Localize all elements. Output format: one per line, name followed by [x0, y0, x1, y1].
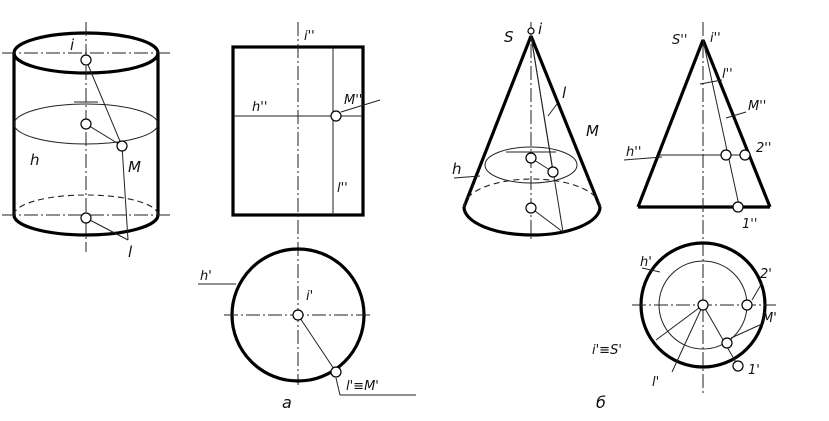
label-h: h — [452, 160, 462, 178]
label-point-2-front: 2'' — [756, 141, 771, 156]
cylinder-front-view: i'' h'' M'' l'' — [231, 22, 381, 385]
label-point-1-front: 1'' — [742, 217, 757, 232]
label-h: h — [30, 151, 40, 169]
label-S2: S'' — [672, 33, 687, 48]
label-l: l — [562, 84, 567, 102]
label-l1: l' — [652, 375, 659, 390]
label-M: M — [128, 158, 141, 176]
cone-top-view: h' 2' i'≡S' M' 1' l' — [592, 241, 777, 390]
label-M: M — [586, 122, 599, 140]
cylinder-top-view: h' i' l'≡M' — [198, 247, 416, 396]
label-h2: h'' — [252, 100, 267, 115]
caption-a: а — [282, 393, 292, 412]
cone-front-view: S'' i'' l'' M'' h'' 2'' 1'' — [623, 22, 772, 395]
label-point-1-top: 1' — [748, 363, 760, 378]
label-l: l — [128, 243, 133, 261]
caption-b: б — [596, 393, 606, 412]
label-M2: M'' — [344, 93, 362, 108]
label-lM: l'≡M' — [346, 379, 379, 394]
label-i2: i'' — [304, 29, 315, 44]
label-i: i — [538, 20, 543, 38]
label-l2: l'' — [337, 181, 348, 196]
label-M2: M'' — [748, 99, 766, 114]
label-l2: l'' — [722, 67, 733, 82]
label-h2: h'' — [626, 145, 641, 160]
label-S: S — [504, 28, 514, 46]
label-i: i — [70, 36, 75, 54]
label-iS: i'≡S' — [592, 343, 622, 358]
label-point-2-top: 2' — [760, 267, 772, 282]
label-h1: h' — [200, 269, 212, 284]
label-i1: i' — [306, 289, 313, 304]
label-i2: i'' — [710, 31, 721, 46]
label-M1: M' — [762, 311, 777, 326]
label-h1: h' — [640, 255, 652, 270]
cylinder-isometric-view: i h M l — [2, 22, 172, 261]
cone-isometric-view: S i l M h — [452, 20, 602, 240]
